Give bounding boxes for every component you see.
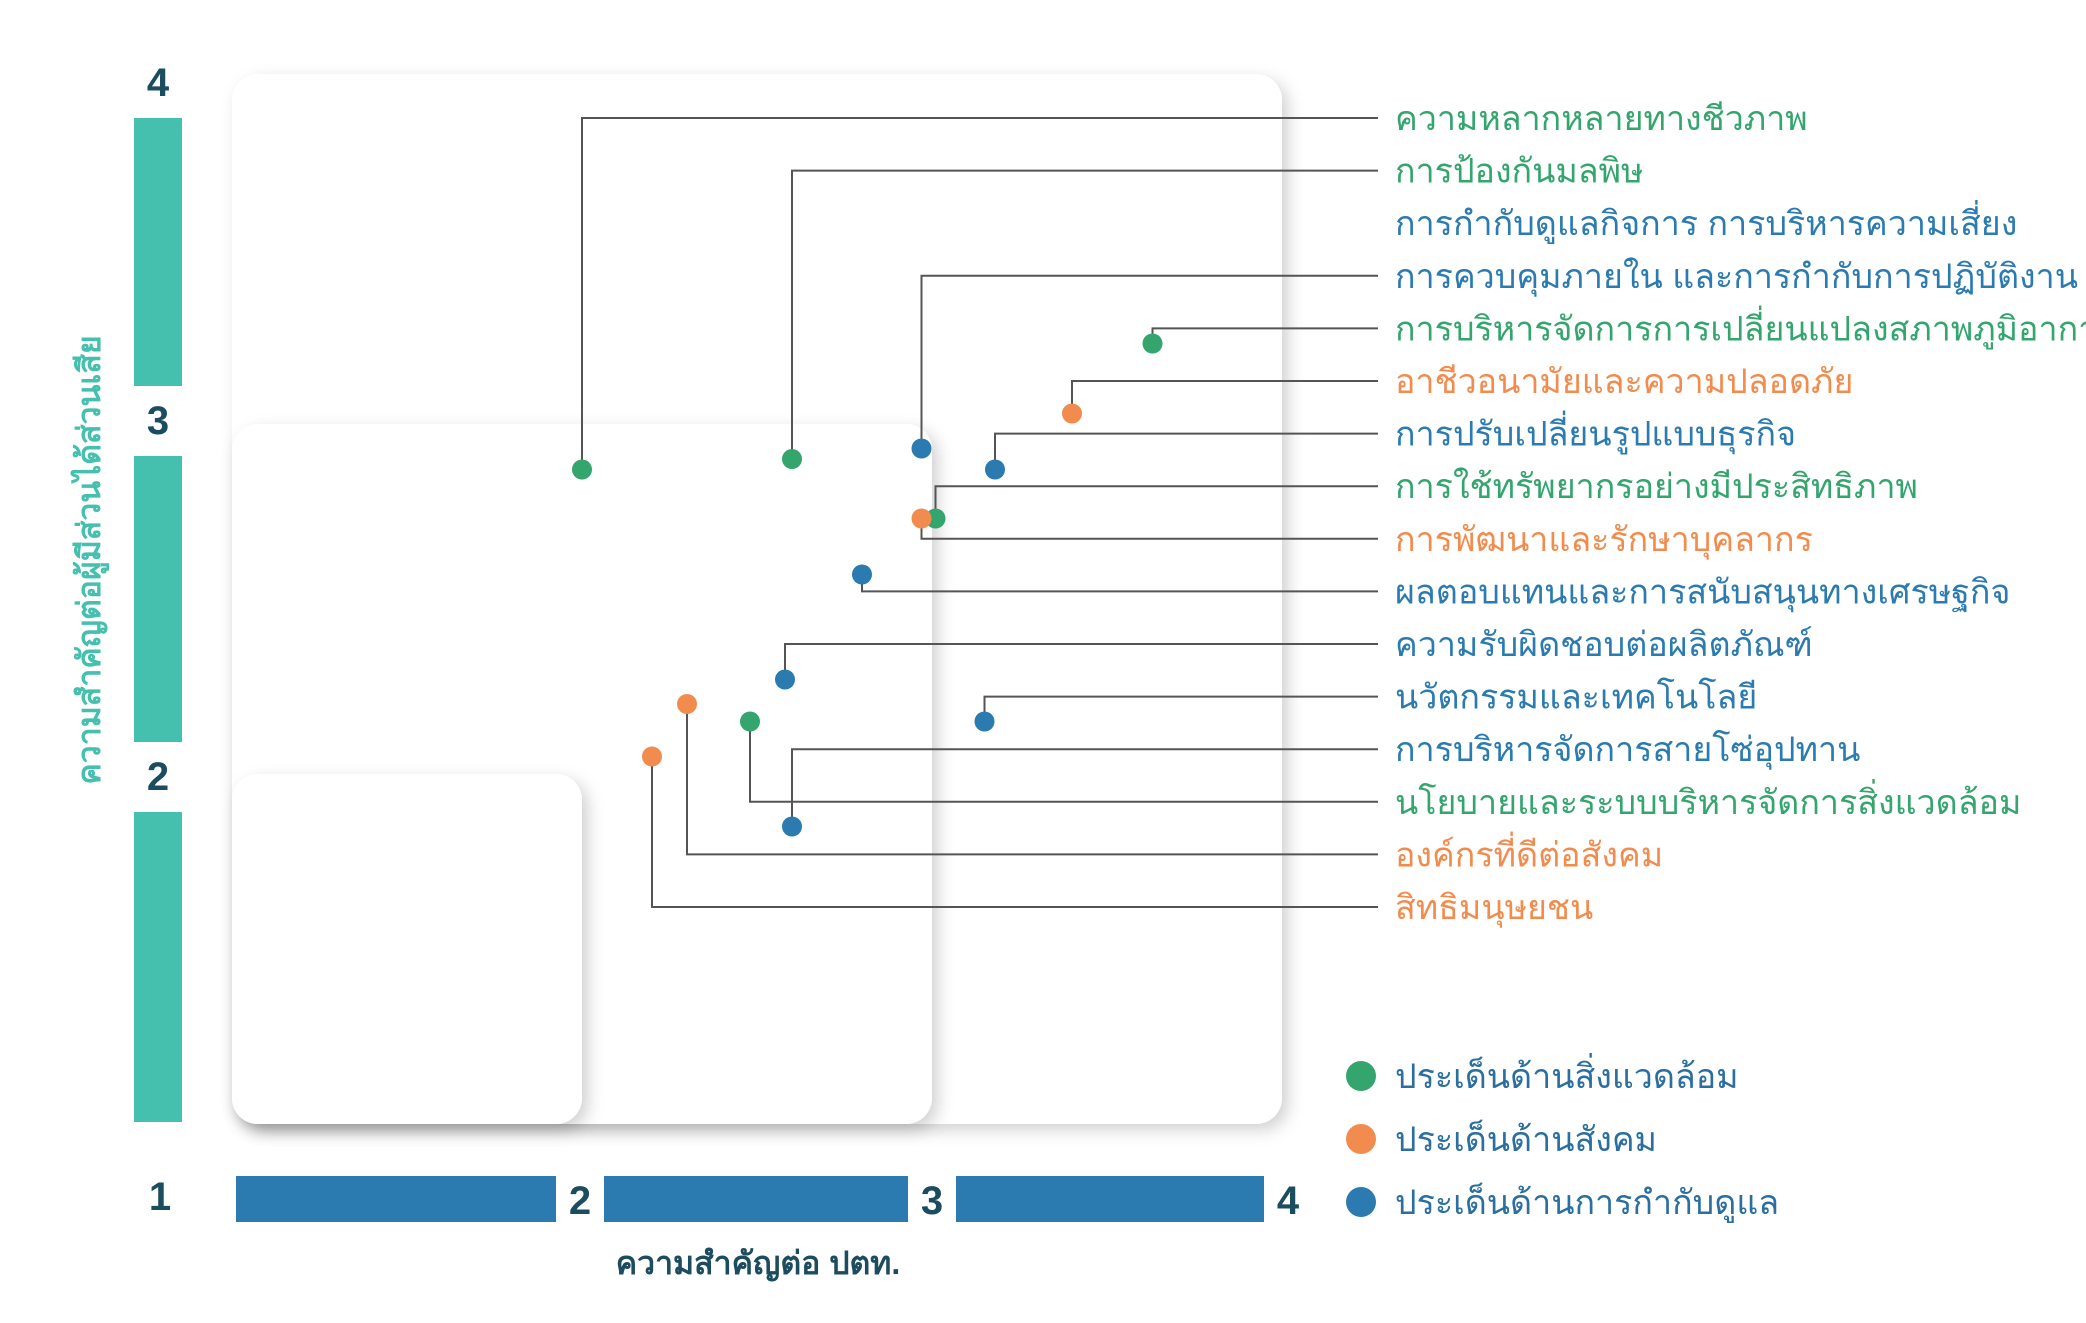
x-axis-title: ความสำคัญต่อ ปตท. [616,1245,901,1282]
y-tick-label-3: 3 [147,399,169,443]
point-labels: ความหลากหลายทางชีวภาพการป้องกันมลพิษการก… [1395,100,2086,928]
point-label: การพัฒนาและรักษาบุคลากร [1395,521,1813,560]
data-point[interactable] [677,694,697,714]
point-label: ผลตอบแทนและการสนับสนุนทางเศรษฐกิจ [1395,573,2010,612]
y-axis-bar-3 [134,812,182,1122]
legend-marker [1346,1124,1376,1154]
y-tick-labels: 2 3 4 [147,61,170,799]
data-point[interactable] [974,711,995,732]
y-axis-bars [134,118,182,1122]
y-axis-bar-2 [134,456,182,742]
x-tick-label-3: 3 [921,1179,943,1223]
data-point[interactable] [1142,333,1163,354]
data-point[interactable] [782,449,802,469]
legend-marker [1346,1187,1376,1217]
point-label: ความหลากหลายทางชีวภาพ [1395,100,1808,138]
y-axis-title: ความสำคัญต่อผู้มีส่วนได้ส่วนเสีย [70,335,110,784]
data-point[interactable] [782,816,802,837]
point-label: การป้องกันมลพิษ [1395,153,1643,191]
point-label: ความรับผิดชอบต่อผลิตภัณฑ์ [1395,626,1813,664]
leader-line [581,117,1378,470]
point-label: การบริหารจัดการการเปลี่ยนแปลงสภาพภูมิอาก… [1395,305,2086,349]
x-axis-bar-2 [604,1176,908,1222]
leader-line [686,704,1378,856]
point-label: การปรับเปลี่ยนรูปแบบธุรกิจ [1395,411,1796,455]
x-axis-bar-1 [236,1176,556,1222]
leader-line [651,756,1378,908]
y-tick-label-4: 4 [147,61,170,105]
x-axis-bars [236,1176,1264,1222]
point-label: สิทธิมนุษยชน [1395,889,1593,928]
leader-line [749,721,1378,803]
data-point[interactable] [911,508,932,529]
leader-line [934,485,1378,519]
data-point[interactable] [572,459,592,480]
leader-line [791,748,1378,827]
data-point[interactable] [852,564,872,585]
y-axis-bar-1 [134,118,182,386]
x-tick-label-4: 4 [1277,1179,1300,1223]
x-tick-label-1: 1 [149,1175,171,1219]
point-label: การควบคุมภายใน และการกำกับการปฏิบัติงาน [1395,257,2078,297]
leader-line [784,643,1378,680]
data-point[interactable] [740,711,760,732]
legend-label: ประเด็นด้านสิ่งแวดล้อม [1395,1053,1739,1096]
leader-line [1071,380,1378,414]
point-label: การกำกับดูแลกิจการ การบริหารความเสี่ยง [1395,200,2017,244]
data-point[interactable] [642,746,662,767]
leader-line [994,432,1378,470]
legend-marker [1346,1061,1376,1091]
point-label: องค์กรที่ดีต่อสังคม [1395,831,1663,874]
point-label: การบริหารจัดการสายโซ่อุปทาน [1395,730,1860,770]
data-points [572,333,1163,837]
x-axis-bar-3 [956,1176,1264,1222]
data-point[interactable] [985,459,1005,480]
zone-panel-low [232,774,582,1124]
point-label: นโยบายและระบบบริหารจัดการสิ่งแวดล้อม [1395,779,2021,822]
legend-label: ประเด็นด้านการกำกับดูแล [1395,1182,1779,1223]
point-label: การใช้ทรัพยากรอย่างมีประสิทธิภาพ [1395,467,1918,506]
data-point[interactable] [911,438,932,459]
data-point[interactable] [1062,403,1082,424]
leader-line [920,274,1378,449]
data-point[interactable] [925,508,946,529]
legend-label: ประเด็นด้านสังคม [1395,1119,1657,1159]
legend: ประเด็นด้านสิ่งแวดล้อมประเด็นด้านสังคมปร… [1346,1053,1779,1223]
x-tick-label-2: 2 [569,1179,591,1223]
x-tick-labels: 1 2 3 4 [149,1175,1300,1223]
point-label: อาชีวอนามัยและความปลอดภัย [1395,363,1853,401]
y-tick-label-2: 2 [147,755,169,799]
data-point[interactable] [775,669,795,690]
point-label: นวัตกรรมและเทคโนโลยี [1395,678,1757,717]
leader-line [791,169,1378,459]
